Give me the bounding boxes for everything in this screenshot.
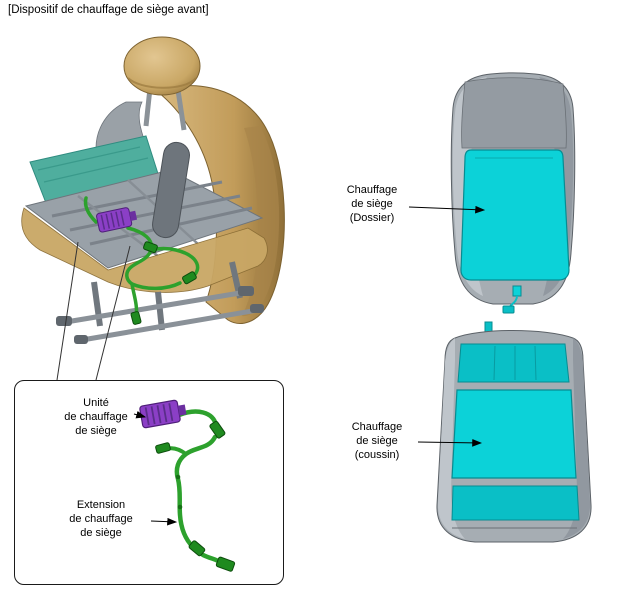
backrest-top-panel [461,77,567,149]
headrest [123,36,201,96]
detail-heater-unit [139,399,187,429]
backrest-heater-pad [460,149,570,281]
detail-connector [188,540,206,557]
wire-clip [177,504,183,510]
cushion-illustration [436,321,592,543]
seat-assembly-illustration [21,36,285,344]
backrest-connector-plug [502,305,515,314]
detail-connector [209,420,226,439]
heater-extension-label: Extension de chauffage de siège [69,499,133,539]
detail-unit-body [139,399,181,429]
heater-unit-body [96,207,133,233]
detail-connector [215,556,236,572]
harness-connector [130,311,142,325]
seat-frame-pan [24,169,264,269]
cushion-bolster [21,207,268,293]
backrest-illustration [450,72,576,314]
seat-back-shadow [242,126,280,317]
detail-unit-ridges [144,403,174,426]
heater-unit-label: Unité de chauffage de siège [64,397,128,437]
cushion-heater-label: Chauffage de siège (coussin) [351,421,403,461]
cushion-pad-rear-seams [493,345,537,381]
cushion-left-edge [437,338,465,539]
heater-unit-detail-illustration [139,399,236,572]
backrest-connector [512,285,522,297]
callout-box: Unité de chauffage de siège Extension de… [14,380,284,585]
rail-foot [238,286,254,296]
harness-wire [83,196,98,224]
cushion-pad-front [451,485,580,521]
heater-unit [96,207,138,233]
armrest [152,141,190,239]
rail-foot [56,316,72,326]
heater-unit-plug [129,210,138,221]
rail-foot [74,335,88,344]
wire-clip [175,474,181,480]
heater-unit-ridges [100,210,125,230]
page-title: [Dispositif de chauffage de siège avant] [8,4,209,16]
back-panel-seams [37,146,149,183]
headrest-seam [127,77,197,89]
cushion-heater-pad-main [451,389,577,479]
detail-connector [155,442,171,454]
rail-foot [250,304,264,313]
cushion-pad-rear [457,343,570,383]
detail-unit-plug [177,404,187,416]
cushion-right-edge [563,338,591,539]
harness-connector [143,241,158,254]
backrest-heater-label: Chauffage de siège (Dossier) [346,184,398,224]
headrest-posts [143,87,187,131]
harness-connector [182,271,197,285]
